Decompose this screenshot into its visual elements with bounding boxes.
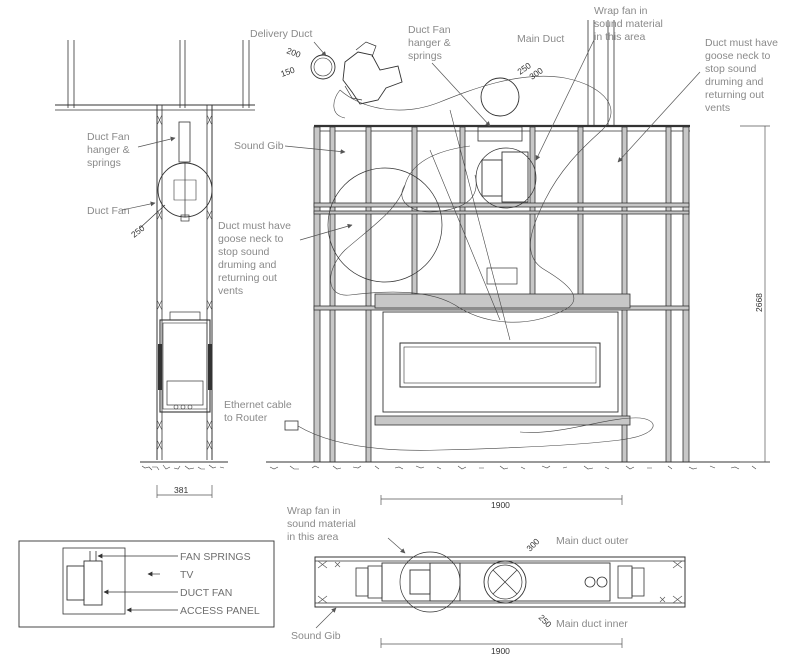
sound-gib-label: Sound Gib	[234, 140, 284, 152]
goose-neck-left-6: vents	[218, 285, 243, 297]
tv-label: TV	[180, 569, 193, 581]
delivery-duct-leader	[313, 41, 327, 57]
fan-springs-label: FAN SPRINGS	[180, 551, 251, 563]
elevation-height-dimension: 2668	[754, 293, 764, 312]
elevation-wrap-label-1: Wrap fan in	[594, 5, 648, 17]
elevation-hanger-label-1: Duct Fan	[408, 24, 451, 36]
plan-wrap-label-3: in this area	[287, 531, 339, 543]
plan-width-dimension: 1900	[491, 646, 510, 656]
ethernet-label-1: Ethernet cable	[224, 399, 292, 411]
goose-neck-left-3: stop sound	[218, 246, 270, 258]
section-fan-label: Duct Fan	[87, 205, 130, 217]
detail-view: FAN SPRINGS TV DUCT FAN ACCESS PANEL	[18, 540, 275, 628]
plan-dim-300: 300	[524, 536, 541, 553]
elevation-wrap-label-2: sound material	[594, 18, 663, 30]
delivery-duct-200: 200	[285, 45, 302, 59]
goose-neck-right-4: druming and	[705, 76, 764, 88]
plan-sound-gib-leader	[315, 607, 337, 629]
goose-neck-right-6: vents	[705, 102, 730, 114]
section-width-dimension: 381	[174, 485, 188, 495]
elevation-hanger-label-3: springs	[408, 50, 442, 62]
goose-neck-left-1: Duct must have	[218, 220, 291, 232]
plan-wrap-label-2: sound material	[287, 518, 356, 530]
goose-neck-right-2: goose neck to	[705, 50, 771, 62]
goose-neck-left-leader	[299, 223, 353, 241]
plan-crosses	[317, 560, 683, 604]
section-fan-leader	[121, 201, 156, 211]
stud-crosses	[156, 114, 213, 451]
section-hanger-label-3: springs	[87, 157, 121, 169]
elevation-hanger-leader	[431, 62, 491, 127]
elevation-view: 2668 1900 200 150 250 300 Delivery Duct …	[218, 5, 778, 510]
section-hanger-leader	[137, 136, 176, 148]
plan-wrap-leader	[387, 537, 406, 554]
section-hanger-label-1: Duct Fan	[87, 131, 130, 143]
main-duct-label: Main Duct	[517, 33, 564, 45]
plan-dim-250: 250	[537, 612, 554, 629]
sound-gib-leader	[284, 145, 346, 154]
plan-wrap-label-1: Wrap fan in	[287, 505, 341, 517]
section-duct-dimension: 250	[129, 223, 147, 240]
elevation-wrap-leader	[535, 39, 595, 161]
plan-view: 1900 300 250 Wrap fan in sound material …	[287, 505, 686, 656]
access-panel-label: ACCESS PANEL	[180, 605, 260, 617]
elevation-width-dimension: 1900	[491, 500, 510, 510]
delivery-duct-150: 150	[279, 65, 296, 79]
goose-neck-right-5: returning out	[705, 89, 764, 101]
goose-neck-right-leader	[617, 71, 701, 163]
section-hanger-label-2: hanger &	[87, 144, 130, 156]
goose-neck-left-2: goose neck to	[218, 233, 284, 245]
ethernet-label-2: to Router	[224, 412, 268, 424]
goose-neck-left-4: druming and	[218, 259, 277, 271]
main-duct-outer-label: Main duct outer	[556, 535, 629, 547]
delivery-duct-label: Delivery Duct	[250, 28, 313, 40]
section-view: 381 250 Duct Fan hanger & springs Duct F…	[55, 40, 255, 498]
duct-fan-label: DUCT FAN	[180, 587, 232, 599]
goose-neck-right-1: Duct must have	[705, 37, 778, 49]
plan-sound-gib-label: Sound Gib	[291, 630, 341, 642]
main-duct-inner-label: Main duct inner	[556, 618, 628, 630]
goose-neck-right-3: stop sound	[705, 63, 757, 75]
elevation-wrap-label-3: in this area	[594, 31, 646, 43]
elevation-hanger-label-2: hanger &	[408, 37, 451, 49]
goose-neck-left-5: returning out	[218, 272, 277, 284]
